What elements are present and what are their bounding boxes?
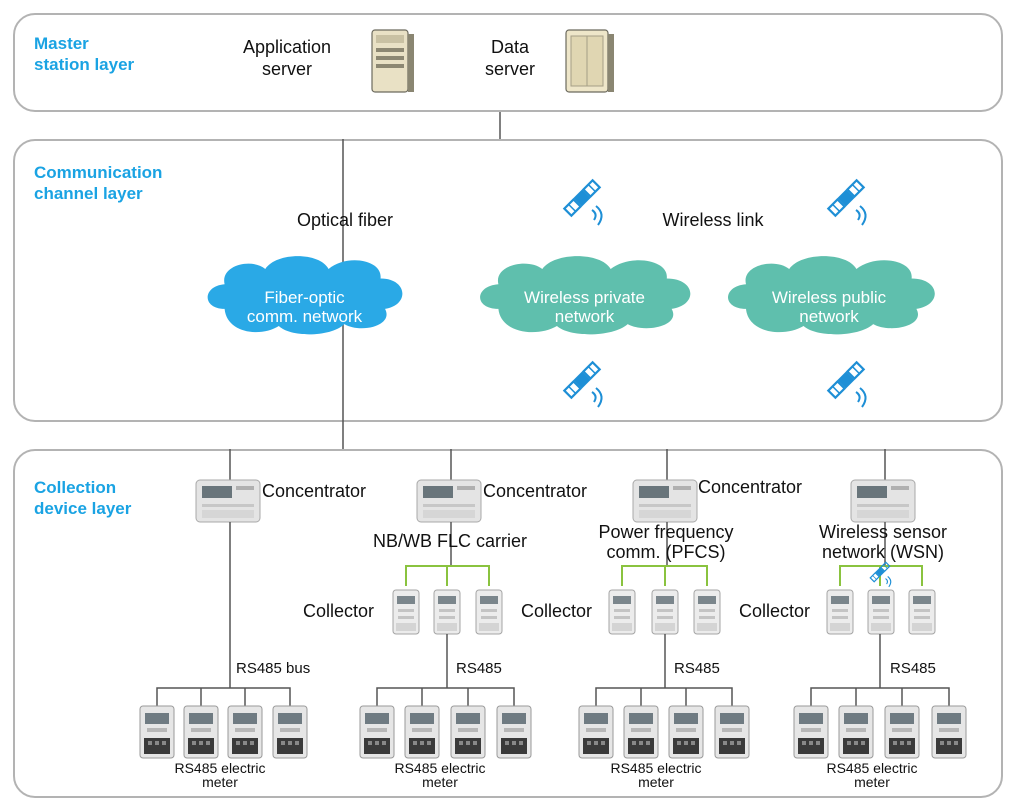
application-server-label: Application server <box>242 37 332 79</box>
data-server-icon <box>565 29 614 93</box>
satellite-icon <box>562 360 603 409</box>
collector-icon <box>608 589 636 635</box>
wireless-link-label: Wireless link <box>662 210 764 230</box>
collector-icon <box>392 589 420 635</box>
concentrator-icon <box>850 479 916 523</box>
electric-meter-icon <box>793 705 829 759</box>
electric-meter-icon <box>183 705 219 759</box>
data-server-label: Data server <box>484 37 535 79</box>
satellite-icon <box>826 178 867 227</box>
wsn-label: Wireless sensor network (WSN) <box>818 522 948 562</box>
collector-icon <box>433 589 461 635</box>
meter-label: RS485 electric meter <box>174 760 266 790</box>
rs485-meter-bus <box>156 687 950 706</box>
concentrator-label: Concentrator <box>483 481 588 501</box>
satellite-icon <box>562 178 603 227</box>
concentrator-icon <box>632 479 698 523</box>
electric-meter-icon <box>884 705 920 759</box>
rs485-label: RS485 <box>890 660 936 677</box>
optical-fiber-label: Optical fiber <box>296 210 394 230</box>
electric-meter-icon <box>404 705 440 759</box>
collector-icon <box>867 589 895 635</box>
green-carrier-bus <box>405 565 923 586</box>
electric-meter-icon <box>623 705 659 759</box>
master-station-layer-box <box>13 13 1003 112</box>
collector-label: Collector <box>303 601 375 621</box>
master-station-layer-title: Master station layer <box>34 34 135 74</box>
collector-label: Collector <box>521 601 593 621</box>
electric-meter-icon <box>668 705 704 759</box>
application-server-icon <box>371 29 414 93</box>
satellite-icon <box>826 360 867 409</box>
wireless-private-cloud-label: Wireless private network <box>524 288 645 326</box>
electric-meter-icon <box>578 705 614 759</box>
electric-meter-icon <box>496 705 532 759</box>
electric-meter-icon <box>714 705 750 759</box>
concentrator-label: Concentrator <box>698 477 803 497</box>
electric-meter-icon <box>139 705 175 759</box>
collection-device-layer-title: Collection device layer <box>34 478 132 518</box>
concentrator-label: Concentrator <box>262 481 367 501</box>
electric-meter-icon <box>359 705 395 759</box>
rs485-bus-label: RS485 bus <box>236 660 311 677</box>
communication-channel-layer-title: Communication channel layer <box>34 163 163 203</box>
pfcs-label: Power frequency comm. (PFCS) <box>598 522 734 562</box>
meter-label: RS485 electric meter <box>394 760 486 790</box>
electric-meter-icon <box>227 705 263 759</box>
nb-wb-flc-carrier-label: NB/WB FLC carrier <box>372 531 527 551</box>
collector-icon <box>908 589 936 635</box>
meter-label: RS485 electric meter <box>826 760 918 790</box>
collector-icon <box>826 589 854 635</box>
collector-icon <box>693 589 721 635</box>
rs485-label: RS485 <box>674 660 720 677</box>
collector-label: Collector <box>739 601 811 621</box>
concentrator-icon <box>195 479 261 523</box>
electric-meter-icon <box>272 705 308 759</box>
electric-meter-icon <box>838 705 874 759</box>
meter-label: RS485 electric meter <box>610 760 702 790</box>
concentrator-icon <box>416 479 482 523</box>
rs485-label: RS485 <box>456 660 502 677</box>
collector-icon <box>475 589 503 635</box>
fiber-optic-cloud-label: Fiber-optic comm. network <box>246 288 363 326</box>
electric-meter-icon <box>450 705 486 759</box>
wireless-public-cloud-label: Wireless public network <box>771 288 887 326</box>
collector-icon <box>651 589 679 635</box>
electric-meter-icon <box>931 705 967 759</box>
